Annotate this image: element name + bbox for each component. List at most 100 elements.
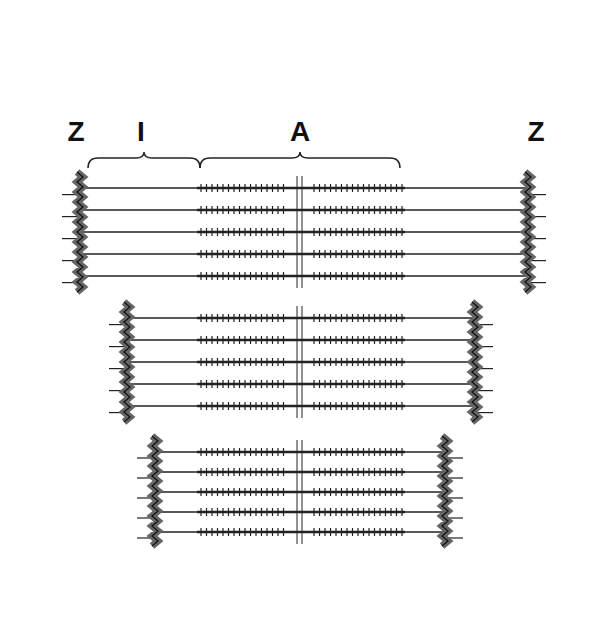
cross-bridge — [250, 358, 251, 366]
sarcomere — [62, 172, 546, 292]
cross-bridge — [346, 508, 347, 516]
cross-bridge — [206, 314, 207, 322]
cross-bridge — [283, 488, 284, 496]
cross-bridge — [363, 468, 364, 476]
cross-bridge — [255, 488, 256, 496]
cross-bridge — [363, 402, 364, 410]
cross-bridge — [206, 272, 207, 280]
cross-bridge — [283, 358, 284, 366]
cross-bridge — [283, 468, 284, 476]
cross-bridge — [244, 250, 245, 258]
cross-bridge — [244, 228, 245, 236]
cross-bridge — [239, 272, 240, 280]
cross-bridge — [255, 336, 256, 344]
cross-bridge — [401, 468, 402, 476]
cross-bridge — [277, 272, 278, 280]
cross-bridge — [319, 250, 320, 258]
cross-bridge — [200, 228, 201, 236]
cross-bridge — [233, 228, 234, 236]
cross-bridge — [385, 314, 386, 322]
cross-bridge — [277, 508, 278, 516]
cross-bridge — [401, 402, 402, 410]
cross-bridge — [390, 528, 391, 536]
cross-bridge — [250, 206, 251, 214]
cross-bridge — [401, 380, 402, 388]
cross-bridge — [390, 488, 391, 496]
cross-bridge — [368, 206, 369, 214]
cross-bridge — [266, 508, 267, 516]
cross-bridge — [396, 314, 397, 322]
cross-bridge — [357, 528, 358, 536]
cross-bridge — [346, 206, 347, 214]
cross-bridge — [390, 358, 391, 366]
cross-bridge — [313, 184, 314, 192]
cross-bridge — [228, 228, 229, 236]
cross-bridge — [211, 448, 212, 456]
cross-bridge — [368, 228, 369, 236]
cross-bridge — [324, 336, 325, 344]
cross-bridge — [335, 314, 336, 322]
cross-bridge — [379, 314, 380, 322]
cross-bridge — [385, 508, 386, 516]
cross-bridge — [352, 528, 353, 536]
cross-bridge — [244, 184, 245, 192]
cross-bridge — [283, 508, 284, 516]
cross-bridge — [266, 528, 267, 536]
cross-bridge — [255, 508, 256, 516]
cross-bridge — [363, 336, 364, 344]
cross-bridge — [200, 528, 201, 536]
cross-bridge — [250, 272, 251, 280]
cross-bridge — [233, 508, 234, 516]
cross-bridge — [341, 488, 342, 496]
cross-bridge — [255, 448, 256, 456]
m-line — [302, 306, 303, 418]
cross-bridge — [244, 314, 245, 322]
cross-bridge — [379, 228, 380, 236]
cross-bridge — [390, 184, 391, 192]
cross-bridge — [217, 336, 218, 344]
cross-bridge — [368, 528, 369, 536]
cross-bridge — [250, 314, 251, 322]
cross-bridge — [341, 336, 342, 344]
cross-bridge — [335, 508, 336, 516]
cross-bridge — [228, 448, 229, 456]
cross-bridge — [261, 448, 262, 456]
cross-bridge — [266, 250, 267, 258]
m-line — [297, 440, 298, 544]
cross-bridge — [341, 250, 342, 258]
cross-bridge — [200, 336, 201, 344]
cross-bridge — [335, 402, 336, 410]
cross-bridge — [390, 402, 391, 410]
cross-bridge — [401, 488, 402, 496]
cross-bridge — [239, 528, 240, 536]
cross-bridge — [401, 508, 402, 516]
cross-bridge — [374, 184, 375, 192]
cross-bridge — [385, 206, 386, 214]
cross-bridge — [200, 488, 201, 496]
cross-bridge — [266, 380, 267, 388]
cross-bridge — [319, 206, 320, 214]
cross-bridge — [313, 358, 314, 366]
cross-bridge — [217, 206, 218, 214]
cross-bridge — [272, 448, 273, 456]
cross-bridge — [368, 448, 369, 456]
cross-bridge — [313, 402, 314, 410]
cross-bridge — [385, 250, 386, 258]
cross-bridge — [222, 448, 223, 456]
cross-bridge — [239, 468, 240, 476]
cross-bridge — [200, 448, 201, 456]
cross-bridge — [244, 206, 245, 214]
cross-bridge — [244, 468, 245, 476]
cross-bridge — [379, 528, 380, 536]
cross-bridge — [239, 228, 240, 236]
cross-bridge — [250, 528, 251, 536]
cross-bridge — [352, 488, 353, 496]
cross-bridge — [228, 508, 229, 516]
cross-bridge — [335, 448, 336, 456]
cross-bridge — [228, 402, 229, 410]
cross-bridge — [357, 184, 358, 192]
cross-bridge — [357, 402, 358, 410]
band-brace — [200, 152, 400, 168]
cross-bridge — [363, 314, 364, 322]
